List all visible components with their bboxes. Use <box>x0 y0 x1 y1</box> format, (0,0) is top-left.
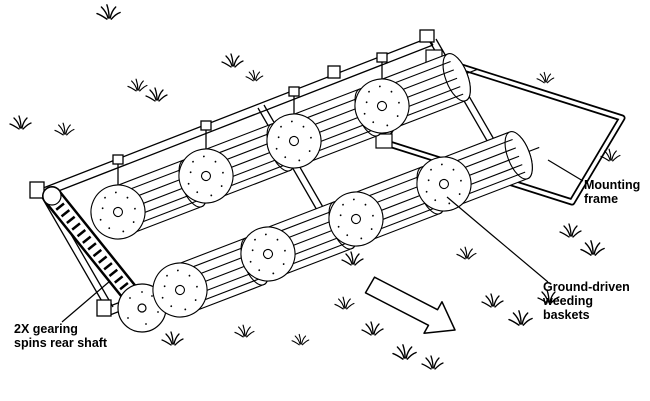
label-mounting-frame-line1: Mounting <box>584 178 640 192</box>
leader-line <box>61 280 111 323</box>
grass-tuft-icon <box>127 78 148 92</box>
label-gearing-line2: spins rear shaft <box>14 336 108 350</box>
label-weeding-baskets-line3: baskets <box>543 308 590 322</box>
callout-weeding-baskets: Ground-driven weeding baskets <box>446 196 630 322</box>
direction-arrow-icon <box>364 276 456 334</box>
grass-tuft-icon <box>456 246 477 260</box>
label-gearing-line1: 2X gearing <box>14 322 78 336</box>
leader-line <box>446 196 549 283</box>
grass-tuft-icon <box>291 333 310 346</box>
callouts: Mounting frame Ground-driven weeding bas… <box>14 159 640 350</box>
grass-tuft-icon <box>536 71 555 84</box>
grass-tuft-icon <box>54 122 75 136</box>
label-mounting-frame-line2: frame <box>584 192 618 206</box>
grass-tuft-icon <box>559 223 582 238</box>
grass-tuft-icon <box>580 240 605 256</box>
grass-tuft-icon <box>481 293 504 308</box>
grass-tuft-icon <box>245 69 264 82</box>
weeding-basket <box>408 121 550 220</box>
grass-tuft-icon <box>234 324 255 338</box>
grass-tuft-icon <box>392 344 417 360</box>
front-sprocket <box>42 186 62 206</box>
grass-tuft-icon <box>508 310 533 326</box>
callout-gearing: 2X gearing spins rear shaft <box>14 280 111 350</box>
grass-tuft-icon <box>341 251 364 266</box>
weeding-basket <box>346 43 488 142</box>
grass-tuft-icon <box>96 4 121 20</box>
grass-tuft-icon <box>9 115 32 130</box>
label-weeding-baskets-line1: Ground-driven <box>543 280 630 294</box>
grass-tuft-icon <box>334 296 355 310</box>
grass-tuft-icon <box>361 321 384 336</box>
leader-line <box>547 159 584 182</box>
grass-tuft-icon <box>421 355 444 370</box>
grass-tuft-icon <box>221 53 244 68</box>
label-weeding-baskets-line2: weeding <box>542 294 593 308</box>
grass-tuft-icon <box>161 331 184 346</box>
drive-chain <box>42 186 167 333</box>
callout-mounting-frame: Mounting frame <box>547 159 640 206</box>
grass-tuft-icon <box>145 87 168 102</box>
